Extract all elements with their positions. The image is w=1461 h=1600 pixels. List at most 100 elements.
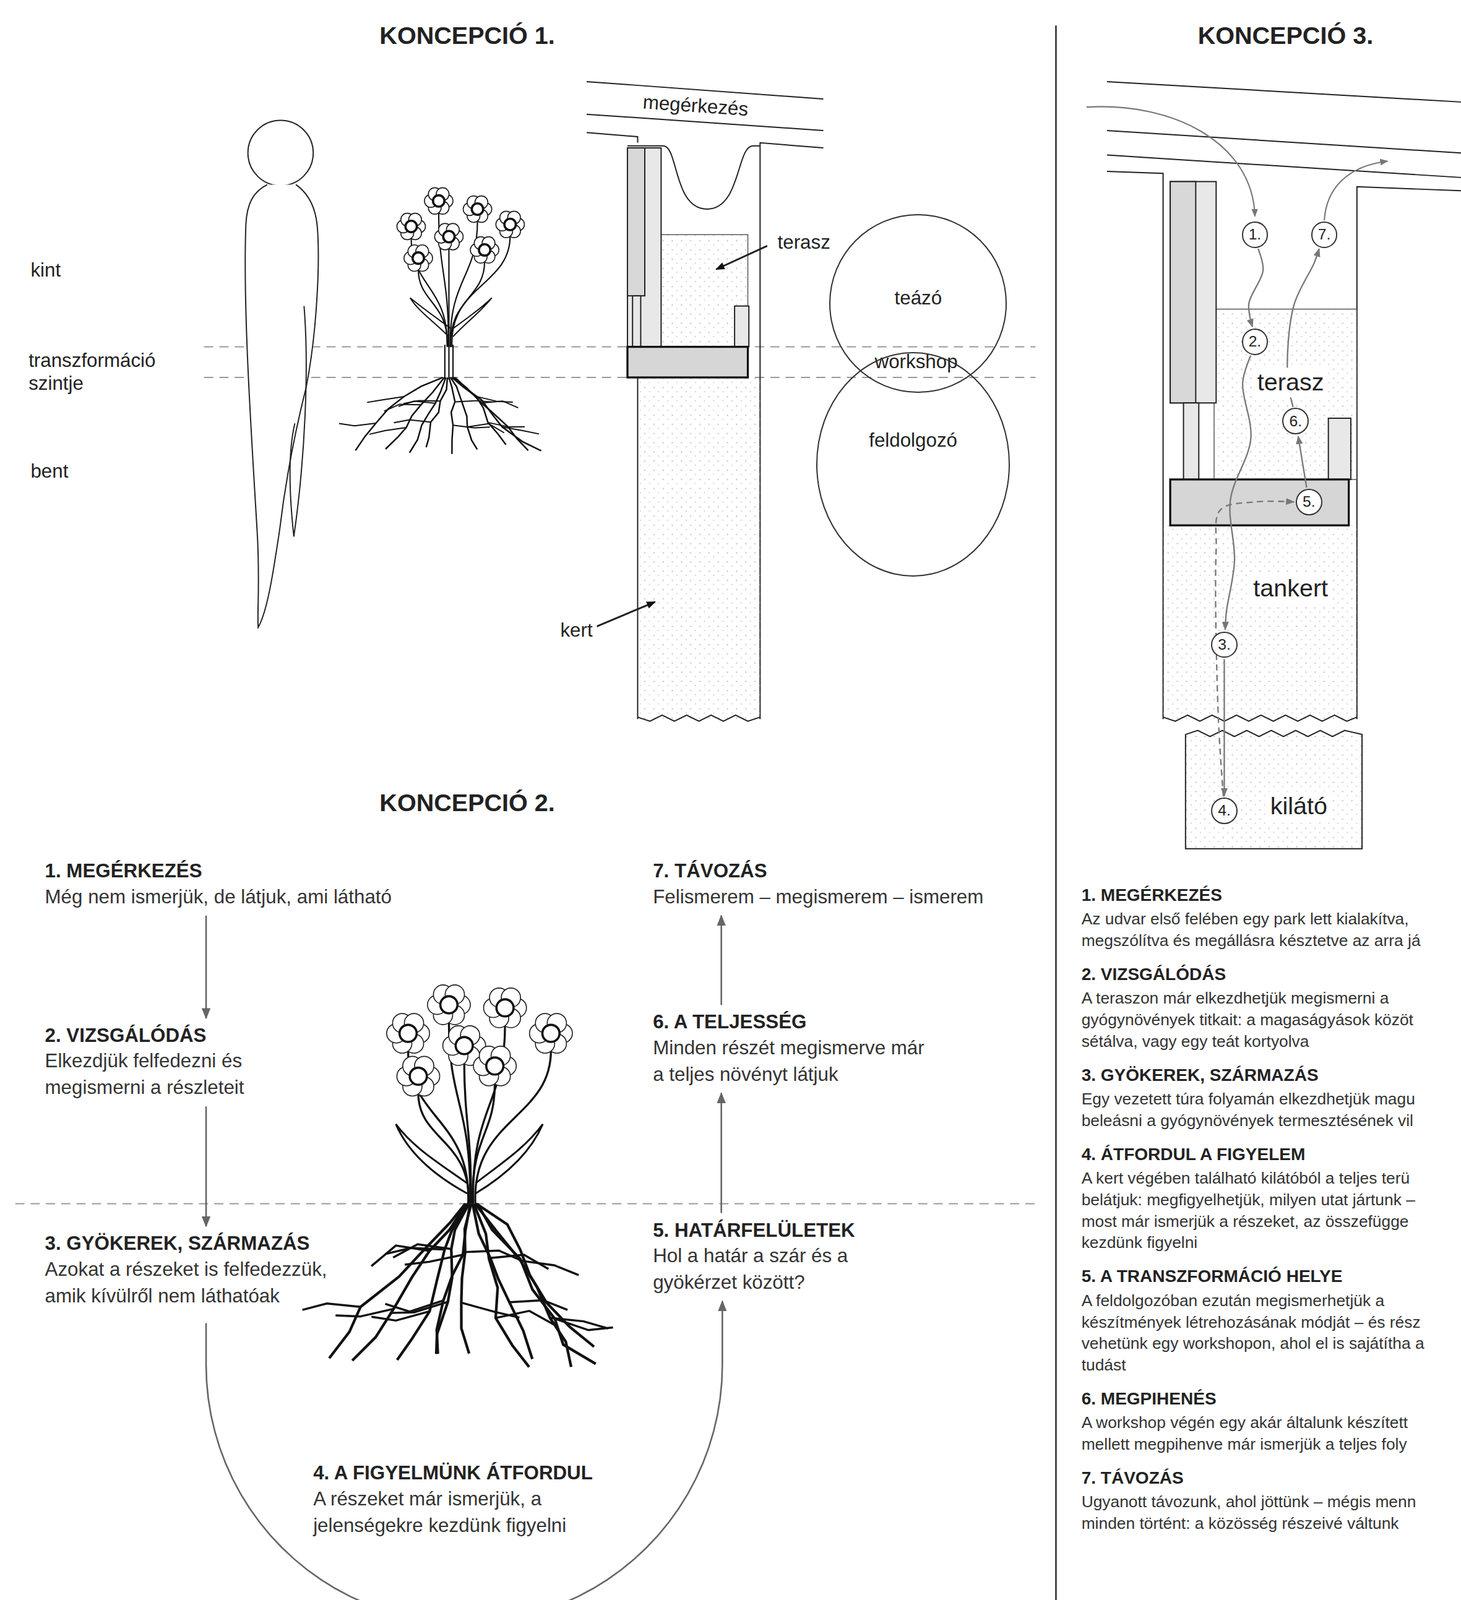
step-text: Minden részét megismerve már a teljes nö… [652, 1035, 939, 1089]
node-text: 1. [1248, 227, 1262, 243]
root-line [475, 1204, 572, 1368]
flower-center [440, 996, 458, 1014]
root-line [477, 1204, 596, 1365]
flower-center [405, 220, 417, 233]
step-block: 6. A TELJESSÉGMinden részét megismerve m… [652, 1009, 939, 1089]
root-line [403, 400, 441, 404]
building-strip [1170, 181, 1216, 403]
root-line [448, 377, 455, 455]
node-text: 2. [1248, 334, 1262, 350]
step-text: Hol a határ a szár és a gyökérzet között… [652, 1243, 898, 1297]
callout-number: 3. [1211, 631, 1238, 659]
node-text: 6. [1289, 413, 1303, 430]
step-text: A kert végében található kilátóból a tel… [1081, 1167, 1453, 1254]
transformation-line [15, 1203, 1036, 1205]
flower-stem [418, 1093, 470, 1204]
step-heading: 3. GYÖKEREK, SZÁRMAZÁS [1081, 1063, 1453, 1087]
street-line [1107, 130, 1461, 153]
step-heading: 7. TÁVOZÁS [1081, 1466, 1453, 1490]
route-connector [1225, 355, 1252, 630]
node-text: teázó [894, 287, 943, 310]
step-heading: 3. GYÖKEREK, SZÁRMAZÁS [45, 1231, 341, 1257]
step-arrow [205, 915, 208, 1019]
callout-number: 2. [1241, 328, 1269, 356]
root-line [461, 1204, 471, 1354]
transformation-line [204, 376, 1036, 379]
flower-center [409, 1068, 427, 1086]
node-text: 3. [1217, 637, 1231, 653]
flower-center [455, 1037, 473, 1055]
root-line [474, 1204, 530, 1368]
figure-arm [290, 306, 307, 538]
flower-center [496, 999, 514, 1017]
flower-stem [410, 237, 447, 347]
leaf [410, 297, 452, 337]
flower-center [504, 218, 516, 230]
root-line [454, 400, 492, 403]
callout-number: 4. [1211, 797, 1238, 825]
garden-area [637, 377, 760, 720]
root-line [385, 377, 445, 450]
step-text: A teraszon már elkezdhetjük megismerni a… [1081, 987, 1453, 1052]
venue-circle: feldolgozó [816, 352, 1010, 577]
garden-area [1163, 525, 1358, 720]
street-line [1107, 81, 1461, 103]
root-line [451, 377, 506, 445]
flower-center [412, 252, 424, 264]
route-connector [1215, 501, 1294, 797]
route-connector [1248, 248, 1263, 327]
leaf [396, 1124, 468, 1194]
root-line [495, 1311, 554, 1325]
flow-out [1324, 161, 1388, 221]
divider-line [1055, 25, 1057, 1600]
step-heading: 7. TÁVOZÁS [652, 858, 1046, 885]
step-text: Még nem ismerjük, de látjuk, ami látható [45, 884, 453, 911]
plan-wall [759, 142, 824, 720]
step-text: Egy vezetett túra folyamán elkezdhetjük … [1081, 1088, 1453, 1132]
plan-label: kilátó [1266, 791, 1332, 821]
route-connector [1298, 436, 1307, 488]
building-strip [734, 306, 749, 348]
plant-drawing [302, 187, 614, 1367]
step-block: 4. A FIGYELMÜNK ÁTFORDULA részeket már i… [313, 1461, 620, 1540]
stem-bundle [444, 344, 446, 380]
root-line [453, 377, 529, 451]
leader-arrow [715, 245, 767, 270]
transformation-bar [627, 347, 749, 378]
plan-label: kert [556, 618, 596, 643]
building-strip [1328, 418, 1351, 480]
step-text: A feldolgozóban ezután megismerhetjük a … [1081, 1290, 1453, 1377]
flower-center [443, 230, 455, 242]
flower-stem [451, 235, 510, 347]
root-line [555, 1318, 614, 1330]
root-line [404, 1254, 463, 1265]
root-line [393, 420, 431, 424]
step-heading: 6. A TELJESSÉG [652, 1009, 939, 1036]
step-heading: 5. HATÁRFELÜLETEK [652, 1218, 898, 1244]
plan-label: terasz [774, 231, 835, 255]
cut-line [637, 715, 760, 722]
flower-stem [418, 269, 448, 348]
flower-center [478, 244, 491, 256]
step-heading: 6. MEGPIHENÉS [1081, 1387, 1453, 1411]
step-block: 2. VIZSGÁLÓDÁSElkezdjük felfedezni és me… [45, 1023, 321, 1103]
leaf [475, 1124, 543, 1194]
plan-label: terasz [1253, 368, 1328, 398]
root-line [355, 377, 443, 451]
step-heading: 1. MEGÉRKEZÉS [45, 858, 453, 885]
plan-label: megérkezés [642, 90, 750, 122]
flower-center [542, 1024, 560, 1043]
section-title: KONCEPCIÓ 1. [379, 21, 555, 51]
building-strip [1183, 402, 1200, 480]
building-strip [627, 147, 661, 348]
leader-arrow [597, 602, 656, 627]
root-line [329, 1204, 466, 1359]
plan-wall [586, 132, 638, 143]
building-strip [632, 295, 641, 347]
callout-number: 1. [1241, 221, 1269, 249]
step-heading: 5. A TRANSZFORMÁCIÓ HELYE [1081, 1264, 1453, 1288]
plan-wall [1357, 186, 1461, 720]
plan-label: transzformáció szintje [28, 349, 192, 396]
